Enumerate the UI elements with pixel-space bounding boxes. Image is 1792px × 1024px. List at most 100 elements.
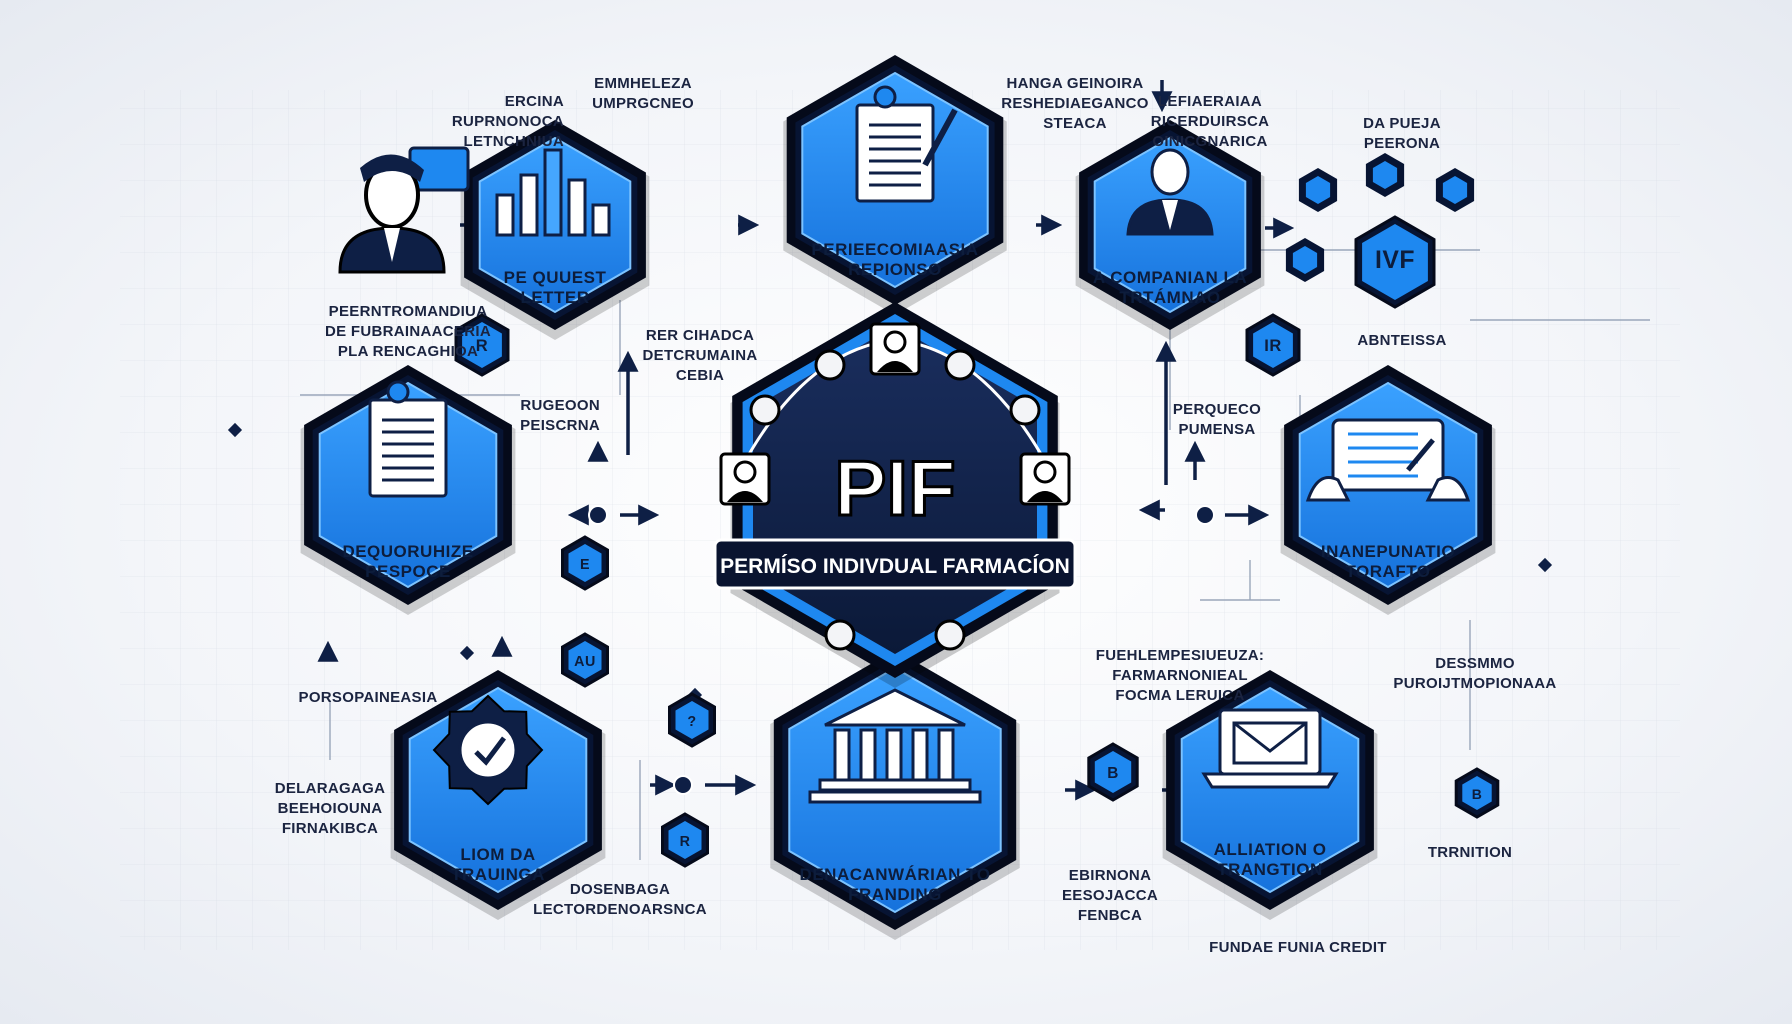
annotation-a15: TRRNITION bbox=[1428, 844, 1512, 861]
center-subtitle: PERMÍSO INDIVDUAL FARMACÍON bbox=[720, 555, 1070, 578]
badge-3[interactable]: E bbox=[561, 535, 609, 591]
annotation-a18: FUNDAE FUNIA CREDIT bbox=[1209, 939, 1387, 956]
badge-5[interactable]: ? bbox=[668, 692, 716, 748]
annotation-line: RICERDUIRSCA bbox=[1151, 113, 1270, 130]
annotation-a12: PORSOPAINEASIA bbox=[299, 689, 438, 706]
annotation-line: RUPRNONOCA bbox=[452, 113, 564, 130]
network-node bbox=[944, 349, 976, 381]
annotation-line: LEFIAERAIAA bbox=[1158, 93, 1262, 110]
annotation-line: CEBIA bbox=[676, 367, 724, 384]
step-label-response: REPIONSO bbox=[848, 260, 942, 279]
annotation-line: HANGA GEINOIRA bbox=[1007, 75, 1144, 92]
annotation-line: STEACA bbox=[1043, 115, 1106, 132]
annotation-line: FUNDAE FUNIA CREDIT bbox=[1209, 939, 1387, 956]
badge-label: B bbox=[1107, 765, 1119, 782]
network-node bbox=[934, 619, 966, 651]
annotation-line: RER CIHADCA bbox=[646, 327, 754, 344]
badge-label: IVF bbox=[1375, 247, 1415, 274]
badge-6[interactable]: R bbox=[661, 812, 709, 868]
badge-label: R bbox=[476, 337, 488, 355]
annotation-a10: PERQUECO PUMENSA bbox=[1173, 401, 1261, 438]
businessman-icon bbox=[338, 146, 470, 274]
annotation-a7: RER CIHADCA DETCRUMAINA CEBIA bbox=[643, 327, 758, 384]
person-icon bbox=[1019, 452, 1071, 506]
step-label-company: TRTÁMNAO bbox=[1119, 288, 1220, 307]
annotation-line: DETCRUMAINA bbox=[643, 347, 758, 364]
annotation-line: PLA RENCAGHIOA bbox=[338, 343, 478, 360]
step-label-request: LETTER bbox=[520, 288, 589, 307]
step-label-transition: ALLIATION O bbox=[1214, 840, 1327, 859]
badge-7[interactable]: B bbox=[1087, 742, 1139, 802]
badge-8[interactable]: B bbox=[1454, 767, 1500, 819]
badge-label: ? bbox=[687, 714, 696, 730]
step-label-funding: DENACANWÁRIAN TO bbox=[800, 865, 991, 884]
annotation-line: DELARAGAGA bbox=[275, 780, 386, 797]
annotation-line: FARMARNONIEAL bbox=[1112, 667, 1248, 684]
step-label-response: PERIEECOMIAASIA bbox=[811, 240, 978, 259]
annotation-line: BEEHOIOUNA bbox=[278, 800, 383, 817]
step-label-training: TRAUINGA bbox=[451, 865, 545, 884]
annotation-line: FIRNAKIBCA bbox=[282, 820, 378, 837]
annotation-line: PUMENSA bbox=[1178, 421, 1255, 438]
person-icon bbox=[719, 452, 771, 506]
annotation-line: DESSMMO bbox=[1435, 655, 1515, 672]
step-label-document: DEQUORUHIZE bbox=[342, 542, 473, 561]
badge-1[interactable]: R bbox=[454, 313, 510, 377]
businessman-icon bbox=[1126, 148, 1214, 236]
annotation-line: UMPRGCNEO bbox=[592, 95, 694, 112]
network-node bbox=[1009, 394, 1041, 426]
document-pen-icon bbox=[855, 85, 958, 203]
annotation-line: EESOJACCA bbox=[1062, 887, 1158, 904]
step-label-transition: TRANGTION bbox=[1217, 860, 1323, 879]
step-label-company: A COMPANIAN LA bbox=[1093, 268, 1247, 287]
annotation-line: PORSOPAINEASIA bbox=[299, 689, 438, 706]
annotation-line: PEISCRNA bbox=[520, 417, 600, 434]
annotation-line: ABNTEISSA bbox=[1357, 332, 1446, 349]
laptop-envelope-icon bbox=[1201, 708, 1339, 789]
annotation-line: PEERNTROMANDIUA bbox=[329, 303, 488, 320]
annotation-line: EBIRNONA bbox=[1069, 867, 1151, 884]
annotation-a6: PEERNTROMANDIUA DE FUBRAINAACERIA PLA RENC… bbox=[325, 303, 491, 360]
step-label-tablet: TORAFTO bbox=[1345, 562, 1430, 581]
annotation-line: TRRNITION bbox=[1428, 844, 1512, 861]
annotation-line: RESHEDIAEGANCO bbox=[1001, 95, 1149, 112]
annotation-line: RUGEOON bbox=[520, 397, 600, 414]
badge-2[interactable]: IR bbox=[1245, 313, 1301, 377]
annotation-a9: ABNTEISSA bbox=[1357, 332, 1446, 349]
annotation-line: PERQUECO bbox=[1173, 401, 1261, 418]
bar-chart-icon bbox=[495, 148, 611, 237]
tablet-hands-icon bbox=[1305, 418, 1471, 502]
person-icon bbox=[869, 322, 921, 376]
annotation-line: LETNCHNIUA bbox=[464, 133, 565, 150]
badge-4[interactable]: AU bbox=[561, 632, 609, 688]
annotation-line: DE FUBRAINAACERIA bbox=[325, 323, 491, 340]
step-label-document: PESPOCE bbox=[365, 562, 451, 581]
badge-9[interactable]: IVF bbox=[1354, 215, 1436, 309]
deco-hex bbox=[1365, 153, 1405, 197]
badge-label: IR bbox=[1264, 337, 1282, 355]
network-node bbox=[824, 619, 856, 651]
deco-hex bbox=[1435, 168, 1475, 212]
annotation-line: PUROIJTMOPIONAAA bbox=[1393, 675, 1556, 692]
annotation-a3: HANGA GEINOIRA RESHEDIAEGANCO STEACA bbox=[1001, 75, 1149, 132]
bank-building-icon bbox=[808, 688, 982, 804]
step-label-funding: FRANDING bbox=[848, 885, 942, 904]
network-node bbox=[749, 394, 781, 426]
annotation-line: FUEHLEMPESIUEUZA: bbox=[1096, 647, 1264, 664]
annotation-line: DOSENBAGA bbox=[570, 881, 670, 898]
